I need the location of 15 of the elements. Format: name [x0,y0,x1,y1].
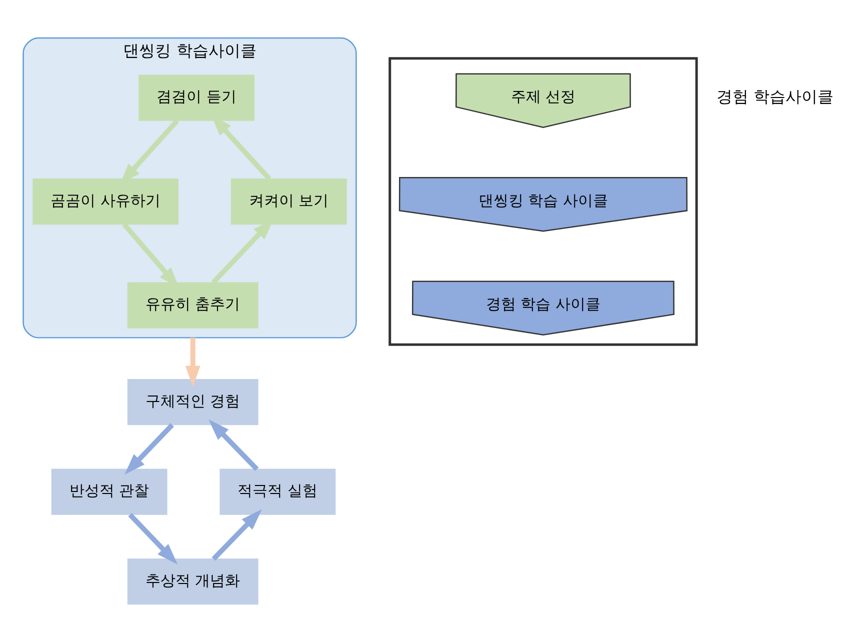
node-box: 켜켜이 보기 [230,178,347,225]
node-box: 반성적 관찰 [51,468,168,515]
node-box: 추상적 개념화 [127,558,258,605]
node-box: 곰곰이 사유하기 [32,178,178,225]
arrow [185,338,200,388]
arrow [212,509,262,561]
arrow [124,423,174,475]
node-box: 겸겸이 듣기 [138,74,255,121]
cluster [388,57,698,346]
arrow [208,419,259,471]
node-box: 유유히 춤추기 [127,282,258,328]
arrow [128,512,178,564]
label: 경험 학습사이클 [716,87,834,106]
node-box: 적극적 실험 [220,468,336,515]
node-box: 구체적인 경험 [127,378,258,426]
